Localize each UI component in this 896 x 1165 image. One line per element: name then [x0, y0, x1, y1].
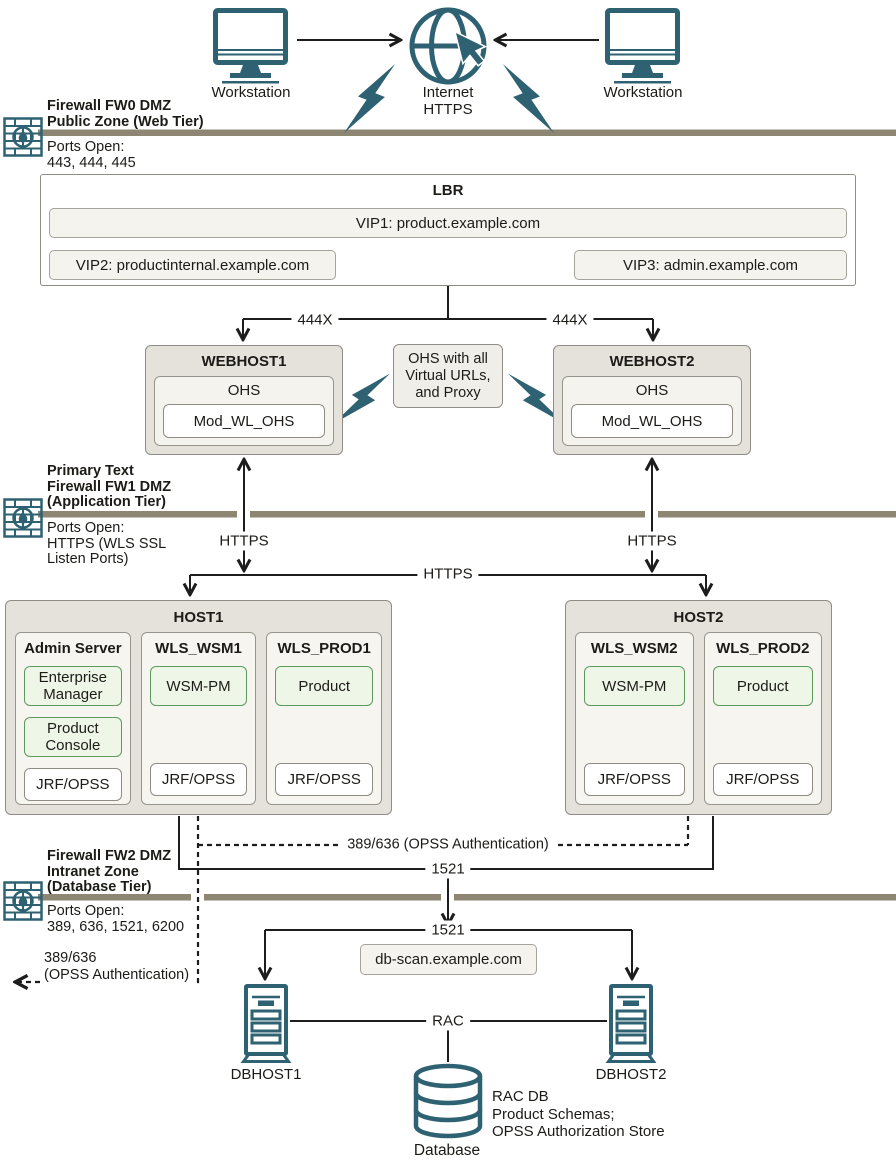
https-label-left: HTTPS [213, 531, 275, 551]
wls-wsm2-box: WLS_WSM2 WSM-PM JRF/OPSS [575, 632, 694, 805]
dbhost2-server-icon [605, 984, 657, 1063]
firewall-fw1-title: Primary Text Firewall FW1 DMZ (Applicati… [47, 463, 172, 510]
https-label-center: HTTPS [417, 564, 479, 584]
vip2-box: VIP2: productinternal.example.com [49, 250, 336, 280]
firewall-bar-fw1 [38, 511, 896, 518]
jrf-opss-box: JRF/OPSS [584, 763, 685, 796]
webhost2-box: WEBHOST2 OHS Mod_WL_OHS [553, 345, 751, 455]
port-444x-label-left: 444X [291, 310, 339, 330]
wls-prod1-box: WLS_PROD1 Product JRF/OPSS [266, 632, 383, 805]
jrf-opss-box: JRF/OPSS [24, 768, 122, 801]
workstation-right-label: Workstation [603, 84, 683, 101]
firewall-icon-fw2 [3, 881, 43, 921]
database-description: RAC DB Product Schemas; OPSS Authorizati… [492, 1088, 665, 1140]
host2-box: HOST2 WLS_WSM2 WSM-PM JRF/OPSS WLS_PROD2… [565, 600, 832, 815]
opss-auth-left-label: 389/636 (OPSS Authentication) [44, 950, 194, 985]
database-label: Database [413, 1142, 481, 1159]
firewall-fw0-ports: Ports Open: 443, 444, 445 [47, 139, 136, 171]
lbr-box: LBR VIP1: product.example.com VIP2: prod… [40, 174, 856, 286]
rac-label: RAC [426, 1011, 470, 1031]
webhost1-ohs-title: OHS [227, 382, 261, 399]
db-scan-box: db-scan.example.com [360, 944, 537, 975]
firewall-bar-fw0 [38, 129, 896, 136]
workstation-icon-left [213, 8, 288, 84]
port-1521-label-upper: 1521 [425, 859, 471, 879]
jrf-opss-box: JRF/OPSS [712, 763, 813, 796]
ohs-note-box: OHS with all Virtual URLs, and Proxy [393, 344, 503, 408]
lightning-bolt-top-left [344, 55, 398, 143]
jrf-opss-box: JRF/OPSS [275, 763, 374, 796]
firewall-fw0-title: Firewall FW0 DMZ Public Zone (Web Tier) [47, 98, 204, 130]
product-console-box: Product Console [24, 717, 122, 757]
wsm-pm-box: WSM-PM [149, 666, 248, 706]
lbr-title: LBR [432, 182, 464, 199]
webhost2-ohs-box: OHS Mod_WL_OHS [562, 376, 742, 446]
product-box: Product [275, 666, 374, 706]
webhost1-ohs-box: OHS Mod_WL_OHS [154, 376, 334, 446]
webhost2-title: WEBHOST2 [609, 353, 695, 370]
admin-server-box: Admin Server Enterprise Manager Product … [15, 632, 131, 805]
firewall-icon-fw1 [3, 498, 43, 538]
database-icon [413, 1063, 483, 1139]
wsm-pm-box: WSM-PM [584, 666, 685, 706]
dbhost2-label: DBHOST2 [595, 1066, 667, 1083]
host1-box: HOST1 Admin Server Enterprise Manager Pr… [5, 600, 392, 815]
firewall-fw1-ports: Ports Open: HTTPS (WLS SSL Listen Ports) [47, 520, 167, 567]
enterprise-manager-box: Enterprise Manager [24, 666, 122, 706]
firewall-fw2-title: Firewall FW2 DMZ Intranet Zone (Database… [47, 848, 172, 895]
dbhost1-server-icon [240, 984, 292, 1063]
host2-title: HOST2 [673, 609, 724, 626]
firewall-icon-fw0 [3, 117, 43, 157]
workstation-left-label: Workstation [211, 84, 291, 101]
opss-auth-label: 389/636 (OPSS Authentication) [341, 835, 555, 855]
internet-label-line1: Internet [422, 84, 474, 101]
dbhost1-label: DBHOST1 [230, 1066, 302, 1083]
vip3-box: VIP3: admin.example.com [574, 250, 847, 280]
webhost2-ohs-title: OHS [635, 382, 669, 399]
webhost1-mod-wl-ohs-box: Mod_WL_OHS [163, 404, 325, 438]
vip1-box: VIP1: product.example.com [49, 208, 847, 238]
cursor-icon [453, 30, 488, 67]
webhost2-mod-wl-ohs-box: Mod_WL_OHS [571, 404, 733, 438]
firewall-bar-fw2 [38, 894, 896, 901]
port-1521-label-lower: 1521 [425, 920, 471, 940]
wls-prod2-box: WLS_PROD2 Product JRF/OPSS [703, 632, 822, 805]
port-444x-label-right: 444X [546, 310, 594, 330]
https-label-right: HTTPS [621, 531, 683, 551]
internet-label-line2: HTTPS [423, 101, 473, 118]
firewall-fw2-ports: Ports Open: 389, 636, 1521, 6200 [47, 903, 185, 935]
webhost1-title: WEBHOST1 [201, 353, 287, 370]
product-box: Product [712, 666, 813, 706]
lightning-bolt-top-right [500, 55, 554, 143]
webhost1-box: WEBHOST1 OHS Mod_WL_OHS [145, 345, 343, 455]
workstation-icon-right [605, 8, 680, 84]
wls-wsm1-box: WLS_WSM1 WSM-PM JRF/OPSS [140, 632, 257, 805]
host1-title: HOST1 [173, 609, 224, 626]
jrf-opss-box: JRF/OPSS [149, 763, 248, 796]
